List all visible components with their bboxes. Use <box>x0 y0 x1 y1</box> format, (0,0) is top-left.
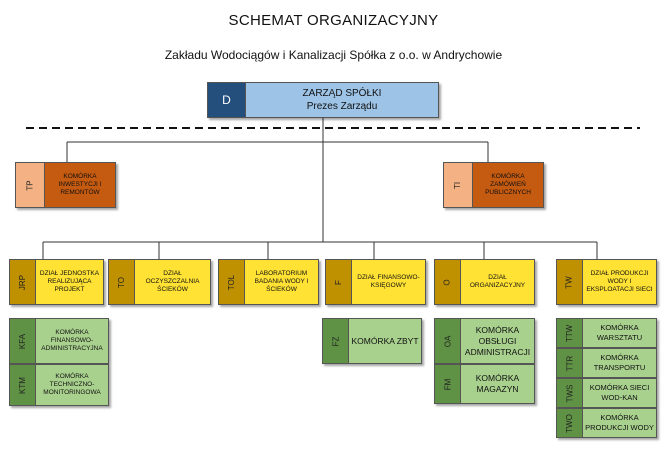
unit-code-oa: OA <box>435 319 461 363</box>
unit-box-kfa: KFA KOMÓRKA FINANSOWO-ADMINISTRACYJNA <box>9 318 109 364</box>
unit-label-fz: KOMÓRKA ZBYT <box>349 319 421 363</box>
unit-label-fm: KOMÓRKA MAGAZYN <box>461 365 534 403</box>
dept-label-to: DZIAŁ OCZYSZCZALNIA ŚCIEKÓW <box>135 260 210 304</box>
unit-box-ttw: TTW KOMÓRKA WARSZTATU <box>556 318 657 348</box>
dept-code-f: F <box>326 260 352 304</box>
unit-label-two: KOMÓRKA PRODUKCJI WODY <box>583 409 656 437</box>
unit-code-fz: FZ <box>323 319 349 363</box>
dept-label-tol: LABORATORIUM BADANIA WODY I ŚCIEKÓW <box>245 260 318 304</box>
staff-label-tp: KOMÓRKA INWESTYCJI I REMONTÓW <box>45 163 115 207</box>
unit-box-two: TWO KOMÓRKA PRODUKCJI WODY <box>556 408 657 438</box>
dept-label-o: DZIAŁ ORGANIZACYJNY <box>461 260 534 304</box>
unit-label-ttw: KOMÓRKA WARSZTATU <box>583 319 656 347</box>
dept-box-jrp: JRP DZIAŁ JEDNOSTKA REALIZUJĄCA PROJEKT <box>9 259 104 305</box>
dept-label-jrp: DZIAŁ JEDNOSTKA REALIZUJĄCA PROJEKT <box>36 260 103 304</box>
dept-label-f: DZIAŁ FINANSOWO-KSIĘGOWY <box>352 260 425 304</box>
dept-code-o: O <box>435 260 461 304</box>
unit-label-oa: KOMÓRKA OBSŁUGI ADMINISTRACJI <box>461 319 534 363</box>
staff-code-ti: TI <box>444 163 473 207</box>
unit-box-ttr: TTR KOMÓRKA TRANSPORTU <box>556 348 657 378</box>
dept-box-to: TO DZIAŁ OCZYSZCZALNIA ŚCIEKÓW <box>108 259 211 305</box>
chart-subtitle: Zakładu Wodociągów i Kanalizacji Spółka … <box>164 48 503 62</box>
dept-box-tw: TW DZIAŁ PRODUKCJI WODY I EKSPLOATACJI S… <box>556 259 657 305</box>
staff-box-tp: TP KOMÓRKA INWESTYCJI I REMONTÓW <box>15 162 116 208</box>
staff-box-ti: TI KOMÓRKA ZAMÓWIEŃ PUBLICZNYCH <box>443 162 544 208</box>
dept-box-f: F DZIAŁ FINANSOWO-KSIĘGOWY <box>325 259 426 305</box>
board-box: D ZARZĄD SPÓŁKI Prezes Zarządu <box>207 82 439 118</box>
unit-code-ktm: KTM <box>10 365 36 405</box>
unit-code-fm: FM <box>435 365 461 403</box>
unit-code-kfa: KFA <box>10 319 36 363</box>
unit-label-tws: KOMÓRKA SIECI WOD-KAN <box>583 379 656 407</box>
staff-code-tp: TP <box>16 163 45 207</box>
dept-code-jrp: JRP <box>10 260 36 304</box>
unit-code-ttr: TTR <box>557 349 583 377</box>
board-label: ZARZĄD SPÓŁKI Prezes Zarządu <box>246 83 438 117</box>
dept-label-tw: DZIAŁ PRODUKCJI WODY I EKSPLOATACJI SIEC… <box>583 260 656 304</box>
unit-box-fm: FM KOMÓRKA MAGAZYN <box>434 364 535 404</box>
dept-code-to: TO <box>109 260 135 304</box>
board-subtitle: Prezes Zarządu <box>306 101 378 112</box>
staff-label-ti: KOMÓRKA ZAMÓWIEŃ PUBLICZNYCH <box>473 163 543 207</box>
unit-box-ktm: KTM KOMÓRKA TECHNICZNO-MONITORINGOWA <box>9 364 109 406</box>
board-code: D <box>208 83 246 117</box>
dept-box-tol: TOL LABORATORIUM BADANIA WODY I ŚCIEKÓW <box>218 259 319 305</box>
unit-box-tws: TWS KOMÓRKA SIECI WOD-KAN <box>556 378 657 408</box>
chart-title: SCHEMAT ORGANIZACYJNY <box>228 12 439 29</box>
unit-box-fz: FZ KOMÓRKA ZBYT <box>322 318 422 364</box>
unit-code-two: TWO <box>557 409 583 437</box>
unit-label-kfa: KOMÓRKA FINANSOWO-ADMINISTRACYJNA <box>36 319 108 363</box>
unit-box-oa: OA KOMÓRKA OBSŁUGI ADMINISTRACJI <box>434 318 535 364</box>
dept-code-tol: TOL <box>219 260 245 304</box>
board-title: ZARZĄD SPÓŁKI <box>302 88 382 99</box>
dept-code-tw: TW <box>557 260 583 304</box>
unit-code-tws: TWS <box>557 379 583 407</box>
dept-box-o: O DZIAŁ ORGANIZACYJNY <box>434 259 535 305</box>
unit-code-ttw: TTW <box>557 319 583 347</box>
unit-label-ttr: KOMÓRKA TRANSPORTU <box>583 349 656 377</box>
unit-label-ktm: KOMÓRKA TECHNICZNO-MONITORINGOWA <box>36 365 108 405</box>
